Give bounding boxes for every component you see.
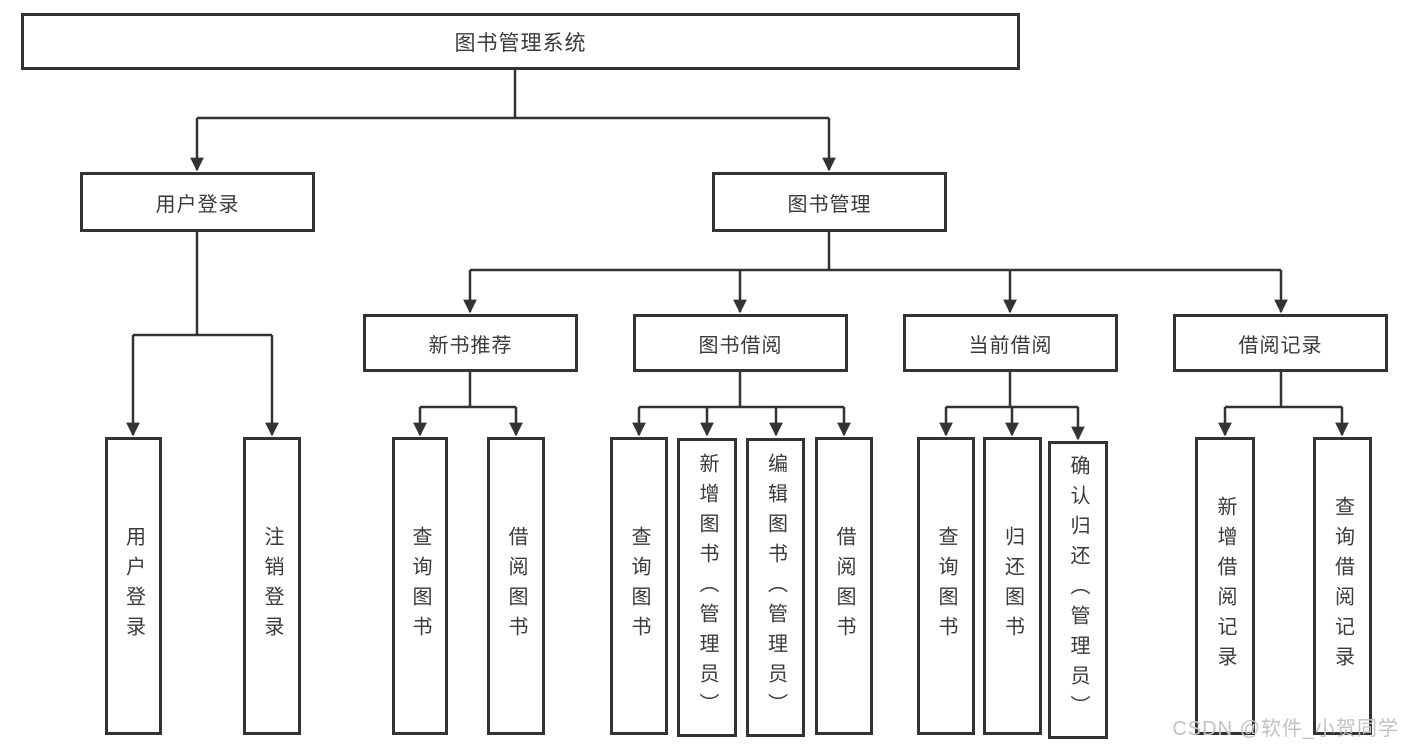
node-label: 当前借阅: [968, 334, 1053, 357]
node-user-login: 用户登录: [80, 172, 315, 232]
node-label: 新增图书（管理员）: [696, 452, 718, 723]
leaf-query-books-current: 查询图书: [917, 437, 975, 735]
node-label: 借阅图书: [505, 526, 527, 646]
leaf-return-books: 归还图书: [983, 437, 1042, 735]
node-label: 用户登录: [155, 193, 240, 216]
node-label: 编辑图书（管理员）: [764, 452, 787, 723]
node-current-borrowing: 当前借阅: [903, 314, 1118, 372]
node-label: 借阅图书: [833, 526, 855, 646]
node-label: 查询图书: [935, 526, 957, 646]
node-label: 借阅记录: [1238, 334, 1323, 357]
node-library-management-system: 图书管理系统: [21, 13, 1020, 70]
node-label: 图书借阅: [698, 334, 783, 357]
node-label: 查询图书: [628, 526, 650, 646]
leaf-logout: 注销登录: [243, 437, 301, 735]
node-new-book-recommendation: 新书推荐: [363, 314, 578, 372]
node-book-borrowing: 图书借阅: [633, 314, 848, 372]
leaf-query-books-borrow: 查询图书: [610, 437, 668, 735]
leaf-edit-book-admin: 编辑图书（管理员）: [746, 438, 805, 737]
node-label: 图书管理系统: [454, 31, 587, 55]
node-label: 图书管理: [787, 193, 872, 216]
leaf-user-login: 用户登录: [105, 437, 162, 735]
leaf-query-books-recommend: 查询图书: [392, 437, 448, 735]
node-label: 用户登录: [122, 526, 145, 646]
node-label: 注销登录: [261, 526, 283, 646]
node-label: 归还图书: [1001, 526, 1024, 646]
leaf-add-book-admin: 新增图书（管理员）: [677, 438, 737, 737]
leaf-borrow-books: 借阅图书: [815, 437, 873, 735]
leaf-confirm-return-admin: 确认归还（管理员）: [1048, 441, 1108, 739]
leaf-borrow-books-recommend: 借阅图书: [487, 437, 545, 735]
node-label: 新书推荐: [428, 334, 513, 357]
leaf-add-borrow-record: 新增借阅记录: [1195, 437, 1255, 735]
leaf-query-borrow-record: 查询借阅记录: [1313, 437, 1372, 735]
node-label: 确认归还（管理员）: [1067, 455, 1089, 725]
node-label: 查询图书: [409, 526, 431, 646]
node-label: 查询借阅记录: [1331, 496, 1354, 676]
node-label: 新增借阅记录: [1214, 496, 1236, 676]
node-borrowing-records: 借阅记录: [1173, 314, 1388, 372]
node-book-management: 图书管理: [712, 172, 947, 232]
csdn-watermark: CSDN @软件_小贺同学: [1172, 718, 1399, 740]
